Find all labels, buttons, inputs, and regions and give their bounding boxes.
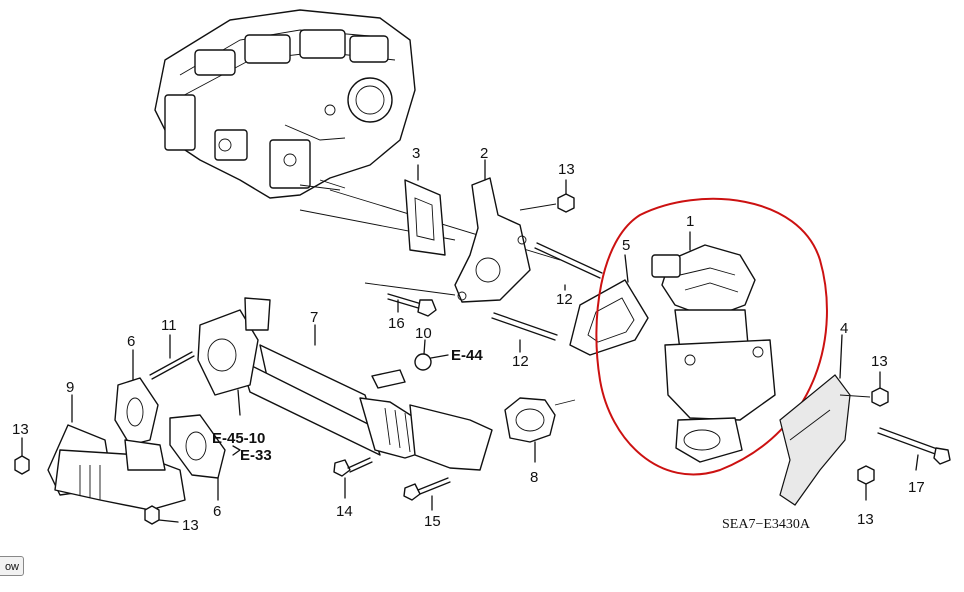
callout-16: 16 xyxy=(388,315,405,332)
gasket-6-upper xyxy=(114,349,159,446)
partial-button[interactable]: ow xyxy=(0,556,24,576)
callout-13-right-upper: 13 xyxy=(871,353,888,370)
callout-8: 8 xyxy=(530,469,538,486)
stud-12-upper xyxy=(534,242,603,291)
reference-e45-10: E-45-10 xyxy=(212,430,265,447)
callout-6-lower: 6 xyxy=(213,503,221,520)
nut-13-bottom-left xyxy=(144,505,179,525)
gasket-5 xyxy=(569,254,649,356)
gasket-10 xyxy=(414,339,449,371)
callout-3: 3 xyxy=(412,145,420,162)
callout-7: 7 xyxy=(310,309,318,326)
callout-12-upper: 12 xyxy=(556,291,573,308)
stud-12-lower xyxy=(491,312,558,353)
callout-13-top: 13 xyxy=(558,161,575,178)
egr-valve xyxy=(651,231,776,463)
stud-11 xyxy=(149,334,195,380)
callout-13-bottom-left: 13 xyxy=(182,517,199,534)
callout-4: 4 xyxy=(840,320,848,337)
egr-cooler-7 xyxy=(197,297,493,471)
bolt-15 xyxy=(403,477,451,511)
diagram-code: SEA7−E3430A xyxy=(722,517,811,532)
bracket-2 xyxy=(454,159,531,303)
gasket-3 xyxy=(404,164,446,256)
reference-e33: E-33 xyxy=(240,447,272,464)
callout-15: 15 xyxy=(424,513,441,530)
callout-1: 1 xyxy=(686,213,694,230)
leader-line xyxy=(364,282,456,296)
pipe-9 xyxy=(47,394,186,511)
bolt-16 xyxy=(387,293,437,317)
cylinder-head xyxy=(154,9,416,199)
bolt-17 xyxy=(877,427,951,471)
gasket-8 xyxy=(504,397,576,463)
callout-12-lower: 12 xyxy=(512,353,529,370)
nut-13-right-upper xyxy=(839,371,889,407)
callout-9: 9 xyxy=(66,379,74,396)
callout-6-upper: 6 xyxy=(127,333,135,350)
callout-2: 2 xyxy=(480,145,488,162)
callout-5: 5 xyxy=(622,237,630,254)
bolt-14 xyxy=(333,457,373,499)
heat-shield-4 xyxy=(779,334,851,506)
callout-17: 17 xyxy=(908,479,925,496)
highlight-circle xyxy=(595,197,828,476)
nut-13-left xyxy=(14,437,30,475)
reference-arrow xyxy=(232,445,241,456)
callout-13-left: 13 xyxy=(12,421,29,438)
gasket-6-lower xyxy=(169,414,226,501)
nut-13-top xyxy=(519,179,575,213)
callout-10: 10 xyxy=(415,325,432,342)
callout-13-right-lower: 13 xyxy=(857,511,874,528)
callout-11: 11 xyxy=(161,317,177,334)
nut-13-right-lower xyxy=(857,465,875,501)
callout-14: 14 xyxy=(336,503,353,520)
reference-e44: E-44 xyxy=(451,347,483,364)
